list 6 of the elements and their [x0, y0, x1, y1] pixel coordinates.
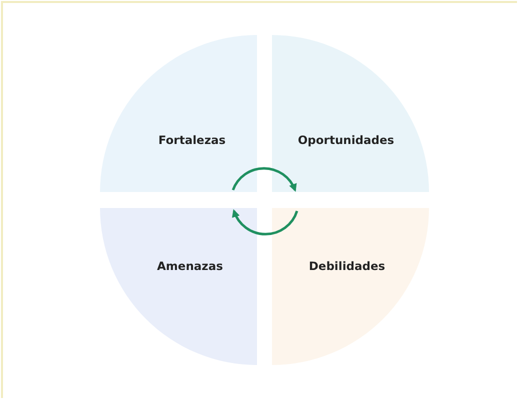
quadrant-label: Amenazas	[157, 259, 223, 273]
curved-arrow	[232, 167, 296, 192]
curved-arrow	[232, 209, 298, 236]
quadrant-label: Debilidades	[308, 259, 386, 273]
quadrant-label: Fortalezas	[158, 133, 226, 147]
quadrant-label: Oportunidades	[298, 133, 394, 147]
